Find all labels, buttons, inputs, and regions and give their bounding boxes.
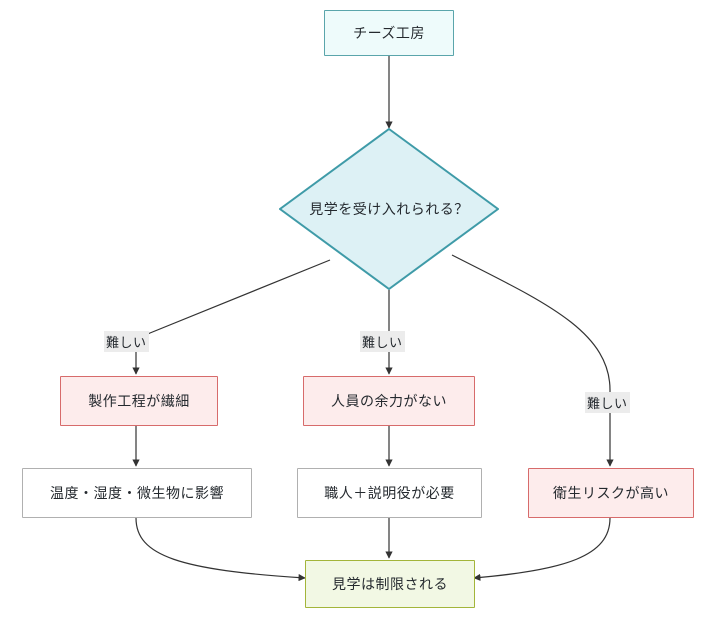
node-decision[interactable]: 見学を受け入れられる？ <box>279 128 499 290</box>
node-reason-hygiene-label: 衛生リスクが高い <box>553 484 669 501</box>
edge-label-middle: 難しい <box>360 331 405 352</box>
node-detail-guide[interactable]: 職人＋説明役が必要 <box>297 468 482 518</box>
node-start-label: チーズ工房 <box>353 24 425 41</box>
edge-label-left: 難しい <box>104 331 149 352</box>
node-result[interactable]: 見学は制限される <box>305 560 475 608</box>
edge-d1-to-result <box>135 517 306 582</box>
edge-r3-to-result <box>473 517 611 582</box>
diamond-shape <box>279 128 499 290</box>
node-result-label: 見学は制限される <box>332 575 448 592</box>
node-decision-label: 見学を受け入れられる？ <box>309 200 469 217</box>
edge-decision-to-r3 <box>451 254 614 467</box>
node-reason-staff-label: 人員の余力がない <box>331 392 447 409</box>
node-reason-hygiene[interactable]: 衛生リスクが高い <box>528 468 694 518</box>
node-reason-staff[interactable]: 人員の余力がない <box>303 376 475 426</box>
node-detail-environment-label: 温度・湿度・微生物に影響 <box>50 484 224 501</box>
node-detail-environment[interactable]: 温度・湿度・微生物に影響 <box>22 468 252 518</box>
node-start[interactable]: チーズ工房 <box>324 10 454 56</box>
node-reason-process-label: 製作工程が繊細 <box>88 392 190 409</box>
edge-label-right: 難しい <box>585 392 630 413</box>
node-detail-guide-label: 職人＋説明役が必要 <box>324 484 455 501</box>
node-reason-process[interactable]: 製作工程が繊細 <box>60 376 218 426</box>
